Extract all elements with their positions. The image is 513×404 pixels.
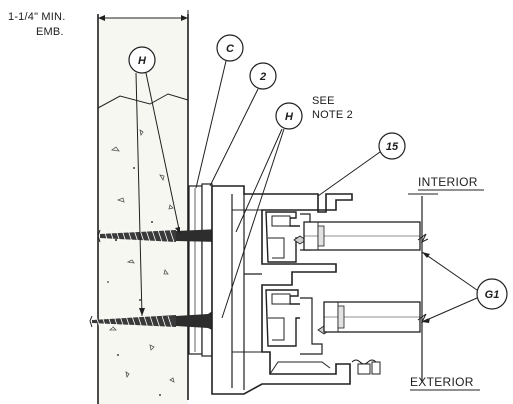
see-note-line1: SEE (312, 95, 335, 107)
callout-fifteen-text: 15 (386, 141, 399, 153)
embedment-dimension (98, 10, 189, 26)
glass-lower (323, 301, 421, 333)
callout-two: 2 (209, 62, 277, 187)
callout-two-text: 2 (259, 71, 266, 83)
callout-g1-text: G1 (485, 289, 500, 301)
callout-h-right-text: H (285, 111, 294, 123)
embedment-label-line2: EMB. (36, 26, 64, 38)
see-note-line2: NOTE 2 (312, 109, 353, 121)
embedment-label-line1: 1-1/4" MIN. (8, 11, 65, 23)
glass-upper (303, 221, 421, 251)
callout-h-left-text: H (138, 55, 147, 67)
weep-clip (357, 361, 381, 375)
exterior-label: EXTERIOR (410, 375, 474, 389)
window-frame-extrusion (211, 185, 353, 395)
callout-g1: G1 (421, 251, 508, 323)
callout-fifteen: 15 (317, 132, 406, 197)
concrete-substrate (97, 14, 189, 404)
interior-label: INTERIOR (418, 175, 478, 189)
callout-c: C (195, 34, 244, 189)
callout-c-text: C (226, 43, 235, 55)
shim-strip (188, 183, 213, 357)
callout-h-left: H (128, 46, 181, 317)
callout-h-right: H (221, 102, 303, 319)
